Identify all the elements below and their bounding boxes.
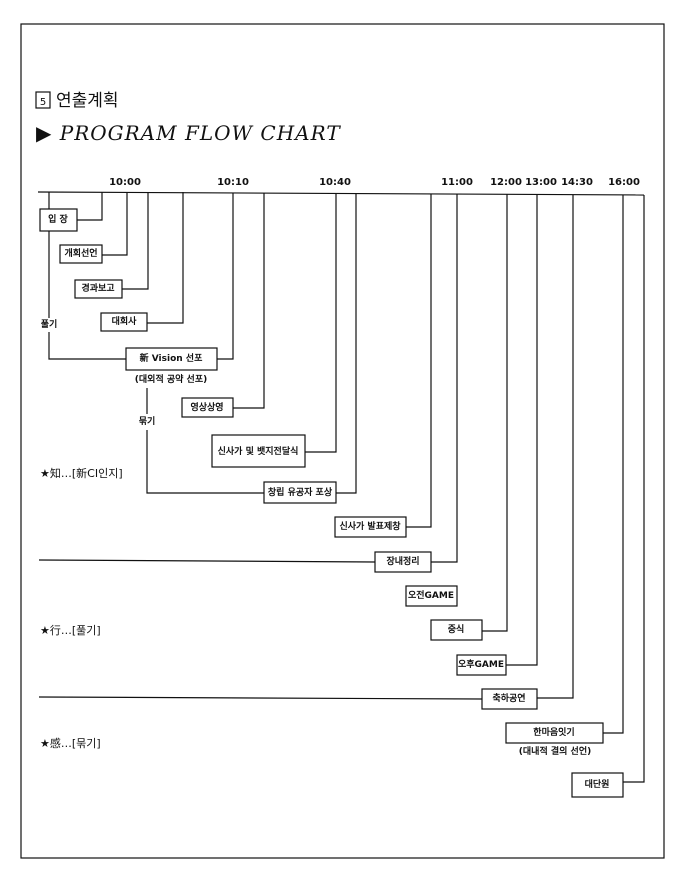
stage-know: ★知…[新CI인지] (40, 466, 123, 480)
step-label: 한마음잇기 (533, 726, 574, 738)
step-label: 오후GAME (458, 658, 504, 670)
step-label: 대회사 (112, 315, 138, 327)
stage-act: ★行…[풀기] (40, 624, 101, 637)
time-label: 11:00 (441, 177, 473, 188)
step-label: 축하공연 (492, 692, 525, 704)
step-song-badge: 신사가 및 뱃지전달식 (211, 434, 306, 468)
time-label: 10:40 (319, 177, 351, 188)
time-label: 13:00 (525, 177, 557, 188)
step-lunch: 중식 (430, 619, 483, 641)
bind-label: 묶기 (139, 415, 156, 427)
time-label: 14:30 (561, 177, 593, 188)
section-number: 5 (40, 97, 46, 108)
time-label: 10:00 (109, 177, 141, 188)
step-report: 경과보고 (74, 279, 123, 299)
release-label: 풀기 (41, 318, 58, 330)
step-opening: 개회선언 (59, 244, 103, 264)
step-label: 장내정리 (386, 555, 419, 567)
step-label: 경과보고 (81, 282, 114, 294)
step-entrance: 입 장 (39, 208, 78, 232)
step-label: 新 Vision 선포 (140, 352, 203, 364)
step-cleanup: 장내정리 (374, 551, 432, 573)
step-address: 대회사 (100, 312, 148, 332)
step-unity: 한마음잇기 (505, 722, 604, 744)
step-finale: 대단원 (571, 772, 624, 798)
step-label: 중식 (448, 623, 465, 635)
step-label: 개회선언 (64, 247, 97, 259)
timeline-connectors (37, 191, 645, 783)
time-label: 16:00 (608, 177, 640, 188)
step-vision: 新 Vision 선포 (125, 347, 218, 371)
step-label: 신사가 및 뱃지전달식 (218, 445, 299, 457)
chart-title: ▶ PROGRAM FLOW CHART (36, 121, 341, 145)
time-label: 10:10 (217, 177, 249, 188)
step-label: 영상상영 (190, 401, 223, 413)
step-label: 오전GAME (408, 589, 454, 601)
step-am-game: 오전GAME (405, 585, 458, 607)
section-title: 연출계획 (56, 91, 119, 111)
unity-note: (대내적 결의 선언) (519, 745, 591, 757)
step-label: 대단원 (585, 778, 610, 790)
step-award: 창립 유공자 포상 (263, 481, 337, 504)
vision-note: (대외적 공약 선포) (135, 373, 207, 385)
step-performance: 축하공연 (481, 688, 538, 710)
stage-feel: ★感…[묶기] (40, 737, 101, 750)
step-pm-game: 오후GAME (456, 654, 507, 676)
step-label: 신사가 발표제창 (339, 520, 401, 532)
step-song-sing: 신사가 발표제창 (334, 516, 407, 538)
section-number-box (35, 91, 51, 109)
step-label: 입 장 (48, 213, 68, 225)
step-label: 창립 유공자 포상 (268, 486, 333, 498)
time-label: 12:00 (490, 177, 522, 188)
page-border (20, 23, 665, 859)
step-video: 영상상영 (181, 397, 234, 418)
